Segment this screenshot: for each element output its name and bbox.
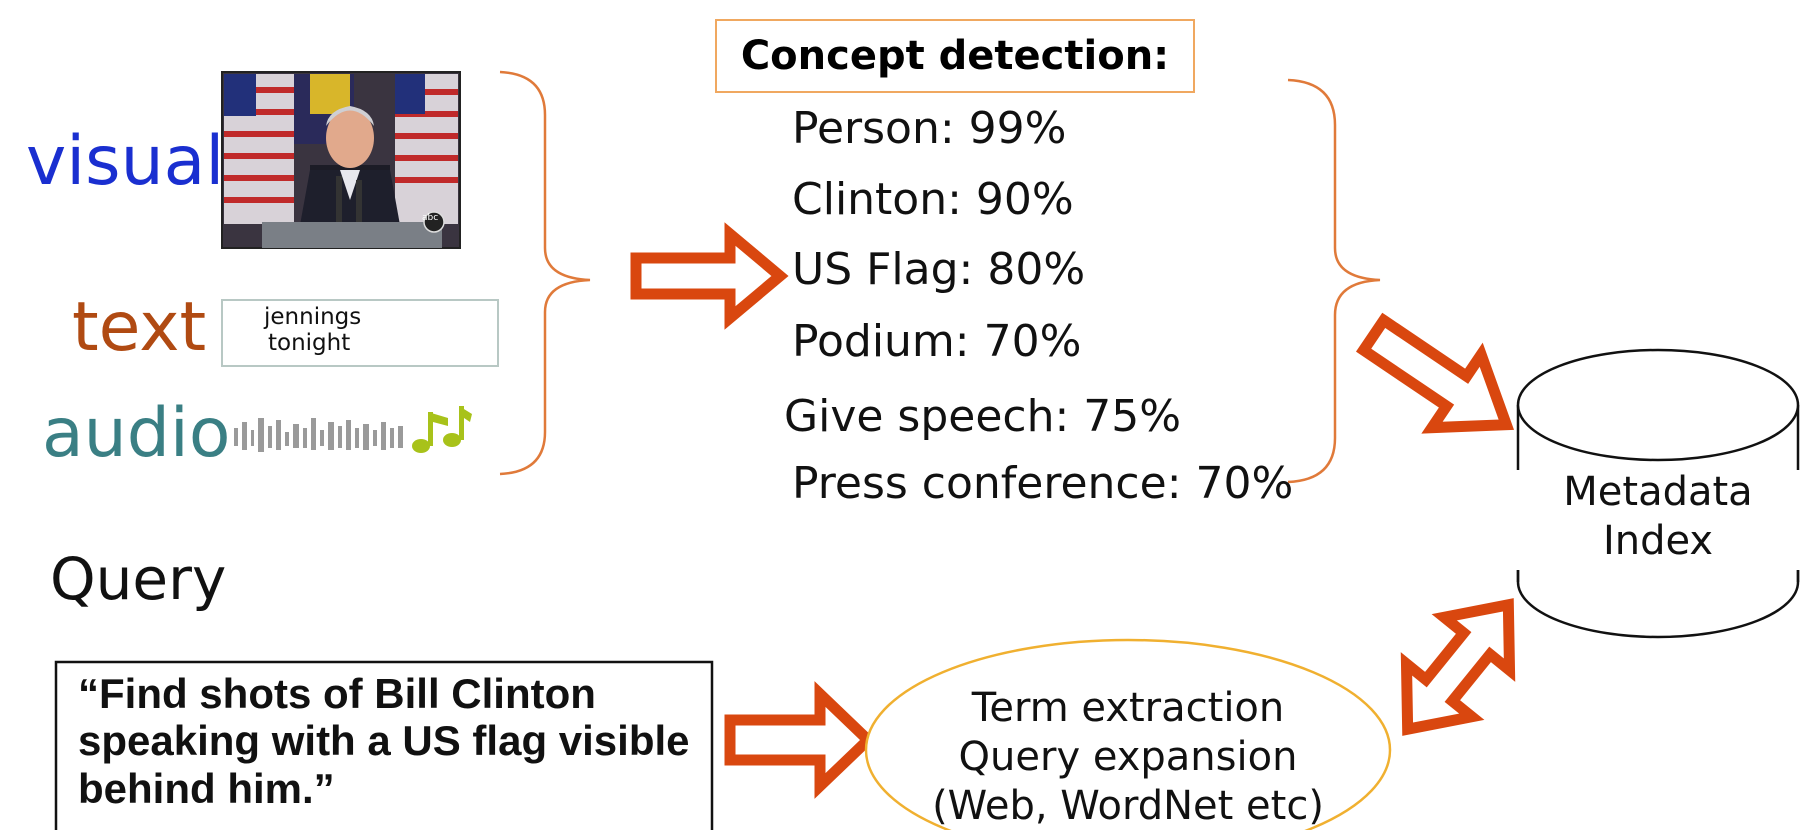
metadata-index-line1: Metadata xyxy=(1563,469,1753,515)
text-snippet-box xyxy=(221,299,499,367)
concept-item: Clinton: 90% xyxy=(792,174,1074,225)
query-box xyxy=(54,660,714,830)
modality-label-text: text xyxy=(72,288,207,367)
music-note-icon xyxy=(412,406,472,453)
left-grouping-brace xyxy=(499,70,591,476)
concept-item: US Flag: 80% xyxy=(792,244,1086,295)
modality-label-audio: audio xyxy=(42,394,231,473)
term-extraction-ellipse xyxy=(864,638,1392,830)
metadata-index-cylinder xyxy=(1512,348,1804,639)
term-extraction-line1: Term extraction xyxy=(971,685,1285,731)
concept-item: Press conference: 70% xyxy=(792,458,1294,509)
metadata-index-line2: Index xyxy=(1602,517,1714,564)
arrow-to-term-extraction xyxy=(724,681,876,799)
term-extraction-line3: (Web, WordNet etc) xyxy=(932,782,1324,829)
concept-detection-title: Concept detection: xyxy=(740,33,1170,79)
query-heading: Query xyxy=(50,545,227,613)
text-snippet-line1: jennings xyxy=(264,304,362,330)
text-snippet-line2: tonight xyxy=(268,330,351,357)
term-extraction-line2: Query expansion xyxy=(958,733,1298,780)
concept-item: Podium: 70% xyxy=(792,316,1082,367)
right-grouping-brace xyxy=(1287,78,1381,484)
arrow-to-concepts xyxy=(630,222,789,330)
concept-item: Give speech: 75% xyxy=(784,391,1182,442)
concept-item: Person: 99% xyxy=(792,103,1067,154)
metadata-index-label: Metadata Index xyxy=(1528,468,1788,566)
arrow-to-index xyxy=(1355,312,1515,434)
term-extraction-label: Term extraction Query expansion (Web, Wo… xyxy=(890,684,1366,830)
concept-title-box xyxy=(715,19,1195,93)
video-frame-thumbnail xyxy=(221,71,461,249)
text-snippet: jennings tonight xyxy=(264,304,361,357)
query-text: “Find shots of Bill Clinton speaking wit… xyxy=(78,670,690,812)
broadcaster-logo: abc xyxy=(422,213,439,223)
modality-label-visual: visual xyxy=(26,122,225,201)
audio-waveform xyxy=(234,418,403,452)
bidirectional-arrow xyxy=(1400,598,1516,736)
